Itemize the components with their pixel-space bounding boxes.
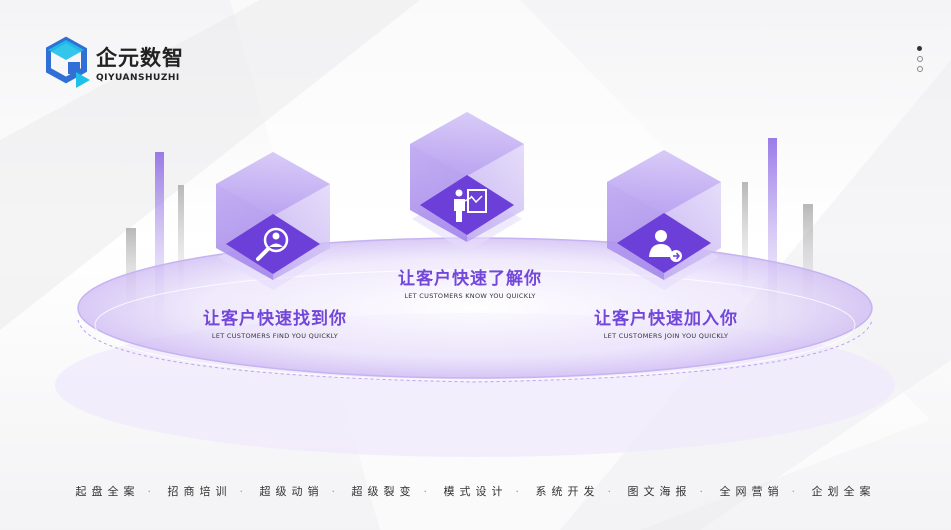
slide-pagination xyxy=(914,46,926,76)
service-item[interactable]: 起盘全案 xyxy=(75,485,140,498)
magnifier-person-icon xyxy=(256,227,289,261)
brand-logo[interactable]: 企元数智 QIYUANSHUZHI xyxy=(46,36,196,96)
brand-name-en: QIYUANSHUZHI xyxy=(96,73,180,83)
brand-name-cn: 企元数智 xyxy=(96,46,184,70)
slide-dot-3[interactable] xyxy=(917,66,923,72)
service-item[interactable]: 招商培训 xyxy=(167,485,232,498)
service-item[interactable]: 图文海报 xyxy=(627,485,692,498)
cube-left xyxy=(216,152,330,290)
logo-mark-icon xyxy=(46,36,90,88)
feature-title: 让客户快速了解你 xyxy=(398,269,542,289)
feature-join: 让客户快速加入你 LET CUSTOMERS JOIN YOU QUICKLY xyxy=(566,304,766,340)
feature-subtitle: LET CUSTOMERS FIND YOU QUICKLY xyxy=(211,332,339,340)
feature-subtitle: LET CUSTOMERS JOIN YOU QUICKLY xyxy=(603,332,729,340)
service-item[interactable]: 超级裂变 xyxy=(351,485,416,498)
service-item[interactable]: 模式设计 xyxy=(443,485,508,498)
presenter-board-icon xyxy=(454,189,487,222)
feature-title: 让客户快速加入你 xyxy=(594,309,738,329)
feature-title: 让客户快速找到你 xyxy=(203,309,347,329)
feature-subtitle: LET CUSTOMERS KNOW YOU QUICKLY xyxy=(404,292,536,300)
feature-know: 让客户快速了解你 LET CUSTOMERS KNOW YOU QUICKLY xyxy=(370,264,570,300)
user-join-icon xyxy=(649,230,682,262)
cube-center xyxy=(410,112,524,252)
services-footer: 起盘全案· 招商培训· 超级动销· 超级裂变· 模式设计· 系统开发· 图文海报… xyxy=(75,485,876,498)
feature-find: 让客户快速找到你 LET CUSTOMERS FIND YOU QUICKLY xyxy=(175,304,375,340)
slide-dot-1[interactable] xyxy=(917,46,922,51)
slide-dot-2[interactable] xyxy=(917,56,923,62)
service-item[interactable]: 系统开发 xyxy=(535,485,600,498)
service-item[interactable]: 全网营销 xyxy=(719,485,784,498)
service-item[interactable]: 超级动销 xyxy=(259,485,324,498)
service-item[interactable]: 企划全案 xyxy=(811,485,876,498)
